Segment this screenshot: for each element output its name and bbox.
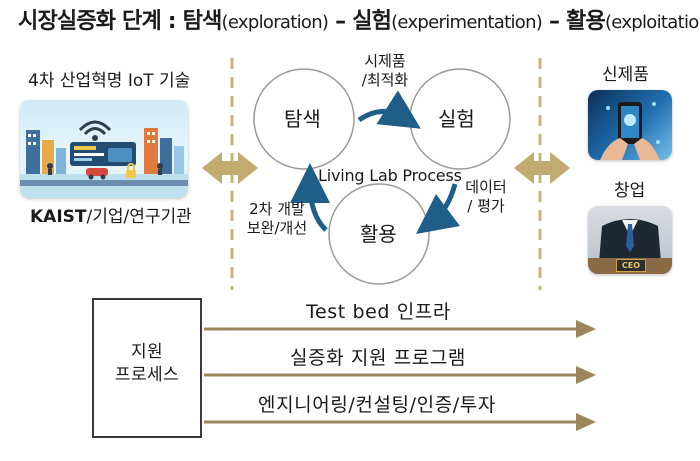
- step-right-line2: / 평가: [467, 197, 505, 215]
- right-double-arrow-icon: [514, 152, 570, 184]
- ceo-businessman-image: CEO: [588, 206, 672, 274]
- support-arrow-1-head: [576, 320, 596, 338]
- step-right-label: 데이터 / 평가: [458, 178, 514, 216]
- support-arrow-2-head: [576, 366, 596, 384]
- iot-tech-heading: 4차 산업혁명 IoT 기술: [28, 71, 191, 91]
- title-experiment-en: (experimentation): [391, 12, 543, 33]
- arrow-experiment-to-exploit: [416, 183, 461, 235]
- smartphone-icon: [600, 102, 660, 160]
- stage-exploit-label: 활용: [360, 222, 397, 246]
- arrow-exploit-to-explore: [290, 163, 331, 232]
- title-explore-en: (exploration): [221, 12, 329, 33]
- step-left-line2: 보완/개선: [246, 219, 308, 237]
- smartphone-hand-image: [588, 90, 672, 160]
- title-exploit-en: (exploitation): [604, 12, 700, 33]
- iot-city-illustration: [20, 100, 188, 198]
- title-prefix: 시장실증화 단계 :: [18, 9, 183, 34]
- step-left-label: 2차 개발 보완/개선: [242, 200, 312, 238]
- kaist-text: KAIST: [30, 207, 87, 227]
- living-lab-process-label: Living Lab Process: [318, 166, 462, 185]
- startup-label: 창업: [614, 181, 646, 201]
- step-left-line1: 2차 개발: [249, 200, 305, 218]
- arrow-explore-to-experiment: [357, 90, 421, 129]
- title-dash-2: –: [542, 9, 567, 34]
- living-lab-cycle: [253, 68, 511, 285]
- step-top-line1: 시제품: [364, 52, 406, 70]
- left-double-arrow-icon: [202, 152, 258, 184]
- title-dash-1: –: [328, 9, 353, 34]
- title-experiment-kr: 실험: [352, 9, 392, 34]
- support-process-label: 지원 프로세스: [96, 341, 198, 387]
- support-arrow-3-label: 엔지니어링/컨설팅/인증/투자: [258, 394, 496, 416]
- support-arrow-2-label: 실증화 지원 프로그램: [290, 347, 466, 369]
- step-top-label: 시제품 /최적화: [354, 52, 416, 90]
- support-label-line1: 지원: [130, 342, 164, 362]
- title-explore-kr: 탐색: [182, 9, 223, 34]
- title-exploit-kr: 활용: [566, 9, 606, 34]
- support-arrow-3-head: [576, 413, 596, 431]
- ceo-nameplate: CEO: [616, 259, 646, 272]
- support-arrow-1-label: Test bed 인프라: [306, 301, 451, 323]
- stage-explore-label: 탐색: [284, 107, 321, 131]
- step-right-line1: 데이터: [465, 178, 507, 196]
- new-product-label: 신제품: [602, 65, 649, 85]
- support-process-box: [92, 298, 202, 438]
- step-top-line2: /최적화: [361, 71, 409, 89]
- left-caption: KAIST/기업/연구기관: [30, 206, 192, 228]
- support-label-line2: 프로세스: [114, 365, 180, 385]
- page-title: 시장실증화 단계 : 탐색(exploration) – 실험(experime…: [18, 8, 700, 37]
- left-caption-rest: /기업/연구기관: [86, 207, 192, 227]
- stage-experiment-label: 실험: [438, 107, 475, 131]
- iot-city-icon: [20, 120, 188, 198]
